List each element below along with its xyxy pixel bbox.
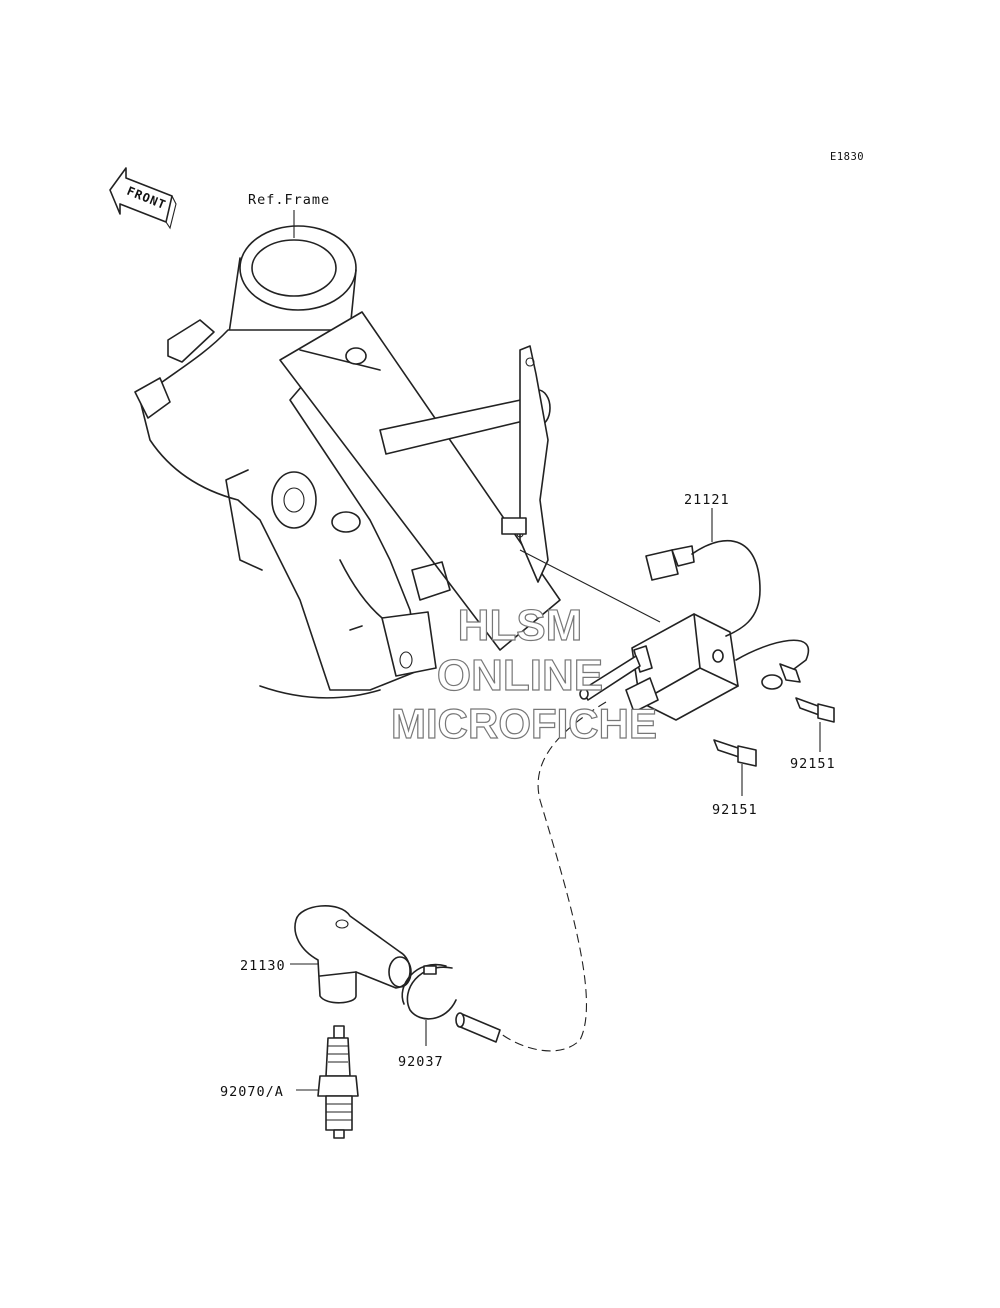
label-clamp: 92037 [398,1054,444,1070]
label-ref-frame: Ref.Frame [248,192,330,208]
label-ignition-coil: 21121 [684,492,730,508]
watermark-line-2: ONLINE [437,651,603,700]
label-plug-cap: 21130 [240,958,286,974]
bolt-lower-illustration [713,739,757,767]
routing-line [495,701,607,1052]
bolt-upper-illustration [795,697,835,723]
ignition-coil-illustration [579,539,810,721]
cable-end-illustration [455,1012,501,1043]
spark-plug-illustration [317,1025,359,1139]
plug-cap-illustration [294,905,412,1004]
reference-line [519,549,661,623]
watermark-line-3: MICROFICHE [391,700,657,747]
label-spark-plug: 92070/A [220,1084,284,1100]
frame-illustration [134,225,561,699]
diagram-code: E1830 [830,151,864,163]
label-bolt-lower: 92151 [712,802,758,818]
watermark: HLSM ONLINE MICROFICHE [390,600,657,747]
label-bolt-upper: 92151 [790,756,836,772]
clamp-illustration [401,963,457,1020]
front-arrow-icon: FRONT [109,167,177,230]
watermark-line-1: HLSM [458,601,583,650]
